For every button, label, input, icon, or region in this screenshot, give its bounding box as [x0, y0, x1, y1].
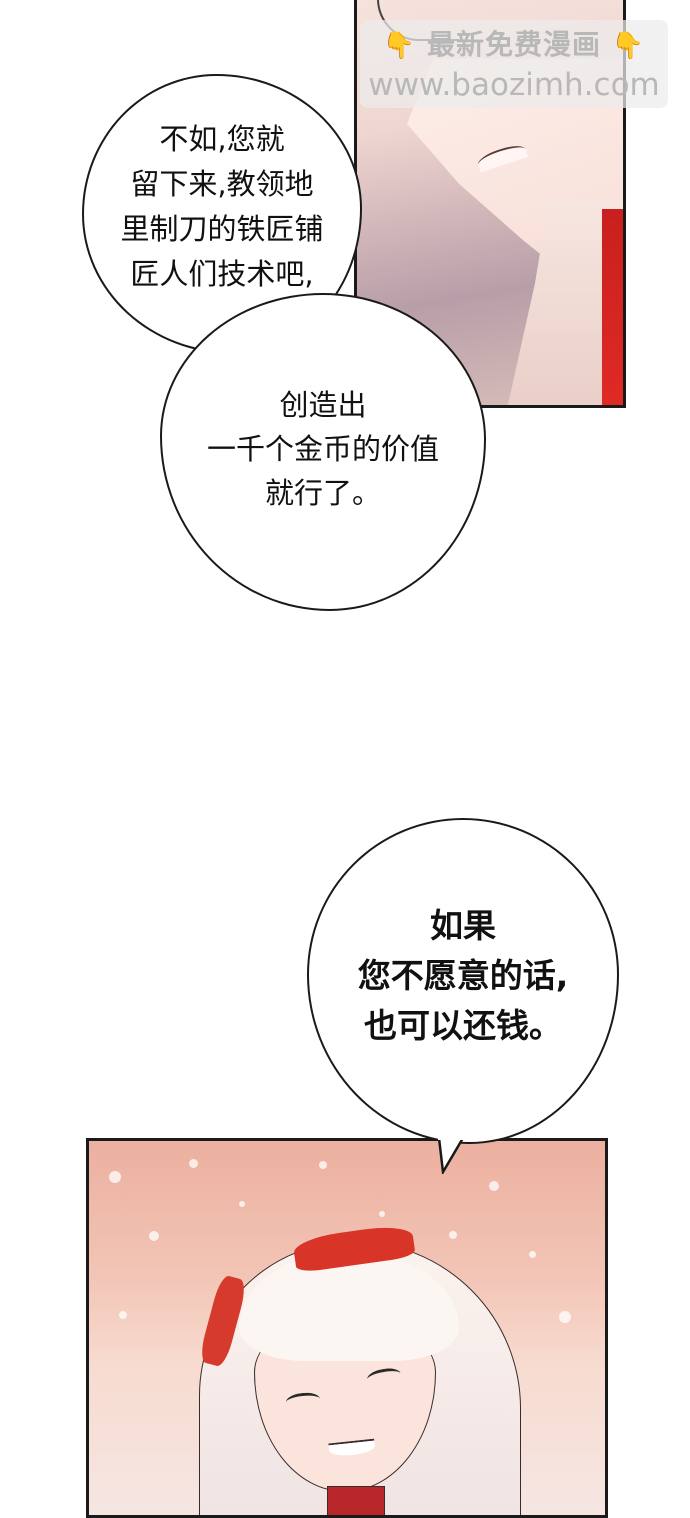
speech-bubble: 如果 您不愿意的话, 也可以还钱。 — [307, 818, 619, 1144]
sparkle — [379, 1211, 385, 1217]
speech-bubble: 不如,您就 留下来,教领地 里制刀的铁匠铺 匠人们技术吧, — [82, 74, 362, 354]
sparkle — [489, 1181, 499, 1191]
sparkle — [189, 1159, 198, 1168]
pointing-down-hand-icon: 👇 — [382, 31, 417, 61]
watermark[interactable]: 👇 最新免费漫画 👇 www.baozimh.com — [360, 20, 668, 108]
sparkle — [109, 1171, 121, 1183]
pointing-down-hand-icon: 👇 — [611, 31, 646, 61]
speech-bubble-tail — [438, 1138, 464, 1174]
red-dress-collar-illustration — [327, 1486, 385, 1515]
speech-bubble-text: 创造出 一千个金币的价值 就行了。 — [206, 388, 439, 510]
sparkle — [239, 1201, 245, 1207]
speech-bubble-text: 如果 您不愿意的话, 也可以还钱。 — [357, 906, 569, 1045]
sparkle — [119, 1311, 127, 1319]
watermark-url[interactable]: www.baozimh.com — [368, 67, 660, 103]
watermark-title: 👇 最新免费漫画 👇 — [382, 28, 646, 61]
speech-bubble: 创造出 一千个金币的价值 就行了。 — [160, 293, 486, 611]
speech-bubble-text: 不如,您就 留下来,教领地 里制刀的铁匠铺 匠人们技术吧, — [120, 122, 324, 291]
sparkle — [449, 1231, 457, 1239]
sparkle — [529, 1251, 536, 1258]
red-collar-illustration — [602, 209, 623, 405]
sparkle — [559, 1311, 571, 1323]
sparkle — [149, 1231, 159, 1241]
sparkle — [319, 1161, 327, 1169]
comic-panel-smiling-girl — [86, 1138, 608, 1518]
